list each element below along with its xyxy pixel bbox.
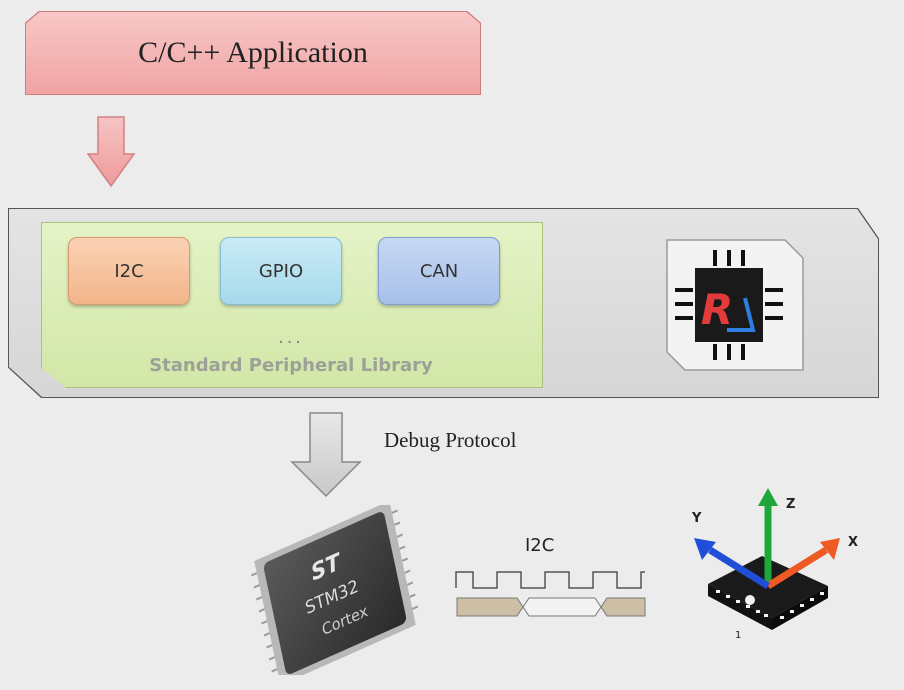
library-title: Standard Peripheral Library [149, 355, 433, 376]
application-box: C/C++ Application [26, 12, 480, 94]
module-gpio-label: GPIO [258, 260, 304, 282]
stm32-chip-icon: ST STM32 Cortex [251, 505, 419, 675]
down-arrow-icon [86, 116, 136, 188]
chip-logo-letter: R [701, 285, 733, 334]
pin-one-label: 1 [735, 630, 741, 641]
axis-z-label: Z [786, 497, 795, 512]
debug-arrow-icon [290, 412, 362, 498]
more-modules-ellipsis: ... [278, 326, 304, 348]
module-i2c-label: I2C [114, 260, 144, 282]
axis-y-label: Y [691, 511, 702, 526]
module-can-label: CAN [419, 260, 459, 282]
application-label: C/C++ Application [138, 36, 368, 69]
i2c-bus-label: I2C [525, 535, 555, 556]
module-i2c: I2C [68, 237, 190, 305]
debug-protocol-label: Debug Protocol [384, 428, 517, 452]
module-gpio: GPIO [220, 237, 342, 305]
sensor-axes-icon: Y Z X 1 [691, 488, 858, 641]
chip-logo-icon: R [666, 239, 804, 371]
axis-x-label: X [848, 535, 858, 550]
module-can: CAN [378, 237, 500, 305]
i2c-waveform-icon [455, 571, 646, 617]
